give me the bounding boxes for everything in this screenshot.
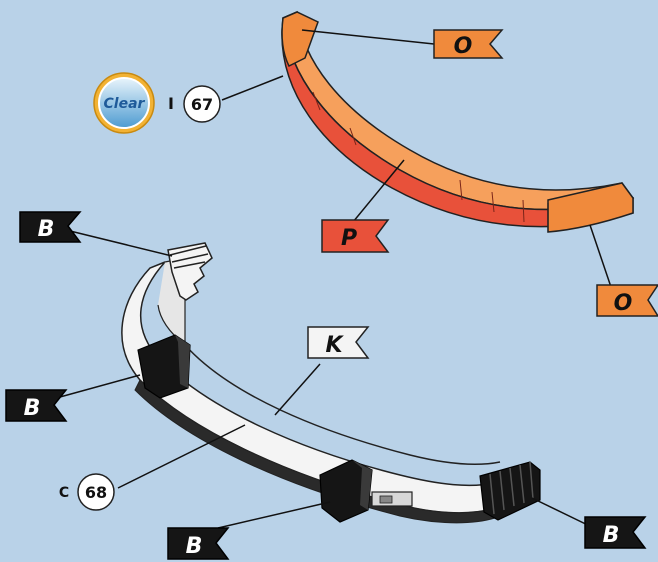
flag-k-label: K xyxy=(325,333,344,358)
lower-part xyxy=(121,242,541,524)
flag-o-right: O xyxy=(596,284,658,317)
upper-part xyxy=(281,10,635,233)
clear-badge: Clear xyxy=(93,72,155,134)
part-67-letter: I xyxy=(168,94,174,113)
flag-b-bottom-left: B xyxy=(167,527,230,560)
clear-badge-label: Clear xyxy=(104,96,146,112)
flag-b-bottom-right: B xyxy=(584,516,647,549)
flag-k: K xyxy=(307,326,370,359)
leader-lines xyxy=(59,29,613,531)
flag-p-label: P xyxy=(341,226,357,251)
flag-o-right-label: O xyxy=(614,291,633,316)
part-67: I 67 xyxy=(168,85,221,123)
flag-b-bottom-right-label: B xyxy=(603,523,620,548)
part-67-number: 67 xyxy=(191,95,213,114)
part-68-letter: C xyxy=(59,485,69,501)
flag-b-bottom-left-label: B xyxy=(186,534,203,559)
flag-b-top-left: B xyxy=(19,211,82,243)
part-68-number: 68 xyxy=(85,483,107,502)
part-68: C 68 xyxy=(59,473,115,511)
flag-p: P xyxy=(321,219,390,253)
flag-b-top-left-label: B xyxy=(38,217,55,242)
flag-o-top-label: O xyxy=(454,34,473,59)
flag-b-mid-left: B xyxy=(5,389,68,422)
flag-b-mid-left-label: B xyxy=(24,396,41,421)
flag-o-top: O xyxy=(433,29,504,59)
